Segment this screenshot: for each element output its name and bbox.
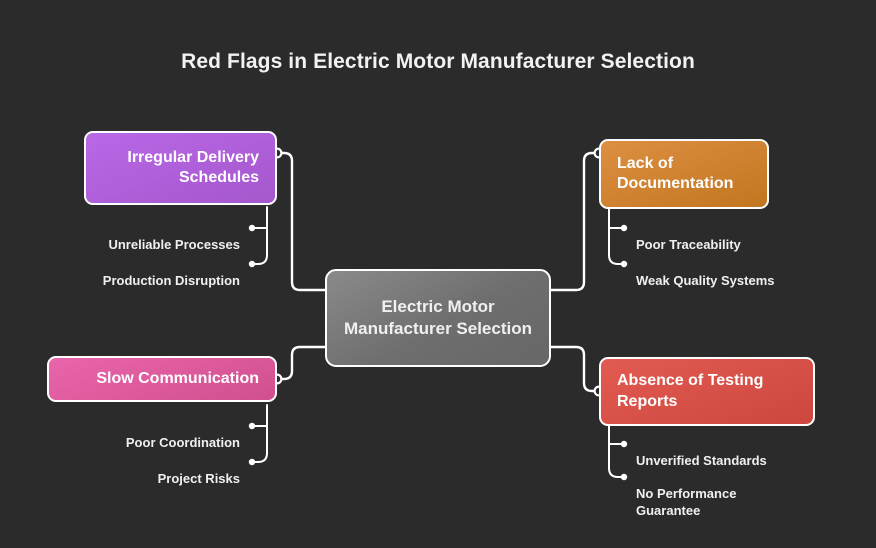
subitem-label: Project Risks <box>157 470 240 486</box>
subitem-production-disruption[interactable]: Production Disruption <box>40 256 240 290</box>
subitem-no-performance-guarantee[interactable]: No Performance Guarantee <box>636 469 766 520</box>
subitem-label: Unreliable Processes <box>108 236 240 252</box>
branch-node-absence-of-testing-reports[interactable]: Absence of Testing Reports <box>599 357 815 426</box>
bullet-unverified-standards <box>620 440 628 448</box>
subitem-weak-quality-systems[interactable]: Weak Quality Systems <box>636 256 866 290</box>
subitem-label: Unverified Standards <box>636 452 767 468</box>
subitem-label: Weak Quality Systems <box>636 272 775 288</box>
subitem-label: Poor Traceability <box>636 236 741 252</box>
bullet-weak-quality-systems <box>620 260 628 268</box>
subitem-unverified-standards[interactable]: Unverified Standards <box>636 436 866 470</box>
branch-label-slow-communication: Slow Communication <box>96 369 259 387</box>
bullet-production-disruption <box>248 260 256 268</box>
subitem-project-risks[interactable]: Project Risks <box>40 454 240 488</box>
subitem-label: Production Disruption <box>102 272 240 288</box>
bullet-no-performance-guarantee <box>620 473 628 481</box>
connector-center-to-irregular-delivery <box>276 151 327 292</box>
branch-node-irregular-delivery-schedules[interactable]: Irregular Delivery Schedules <box>84 131 277 205</box>
connector-lack-of-documentation-spine <box>608 208 624 265</box>
page-title: Red Flags in Electric Motor Manufacturer… <box>181 50 695 73</box>
subitem-unreliable-processes[interactable]: Unreliable Processes <box>40 220 240 254</box>
subitem-poor-traceability[interactable]: Poor Traceability <box>636 220 866 254</box>
branch-label-lack-of-documentation: Lack of Documentation <box>617 154 734 192</box>
bullet-poor-coordination <box>248 422 256 430</box>
connector-absence-of-testing-spine <box>608 425 624 478</box>
center-node[interactable]: Electric Motor Manufacturer Selection <box>325 269 551 367</box>
branch-node-lack-of-documentation[interactable]: Lack of Documentation <box>599 139 769 209</box>
branch-label-absence-of-testing-reports: Absence of Testing Reports <box>617 372 764 410</box>
connector-slow-communication-spine <box>252 404 268 463</box>
connector-center-to-absence-of-testing <box>549 345 600 393</box>
bullet-project-risks <box>248 458 256 466</box>
connector-irregular-delivery-spine <box>252 206 268 265</box>
branch-label-irregular-delivery-schedules: Irregular Delivery Schedules <box>127 148 259 186</box>
connector-center-to-slow-communication <box>276 345 327 381</box>
connector-center-to-lack-of-documentation <box>549 151 600 292</box>
subitem-poor-coordination[interactable]: Poor Coordination <box>40 418 240 452</box>
subitem-label: No Performance Guarantee <box>636 485 737 518</box>
center-node-label: Electric Motor Manufacturer Selection <box>344 297 532 338</box>
bullet-poor-traceability <box>620 224 628 232</box>
branch-node-slow-communication[interactable]: Slow Communication <box>47 356 277 402</box>
bullet-unreliable-processes <box>248 224 256 232</box>
subitem-label: Poor Coordination <box>125 434 240 450</box>
